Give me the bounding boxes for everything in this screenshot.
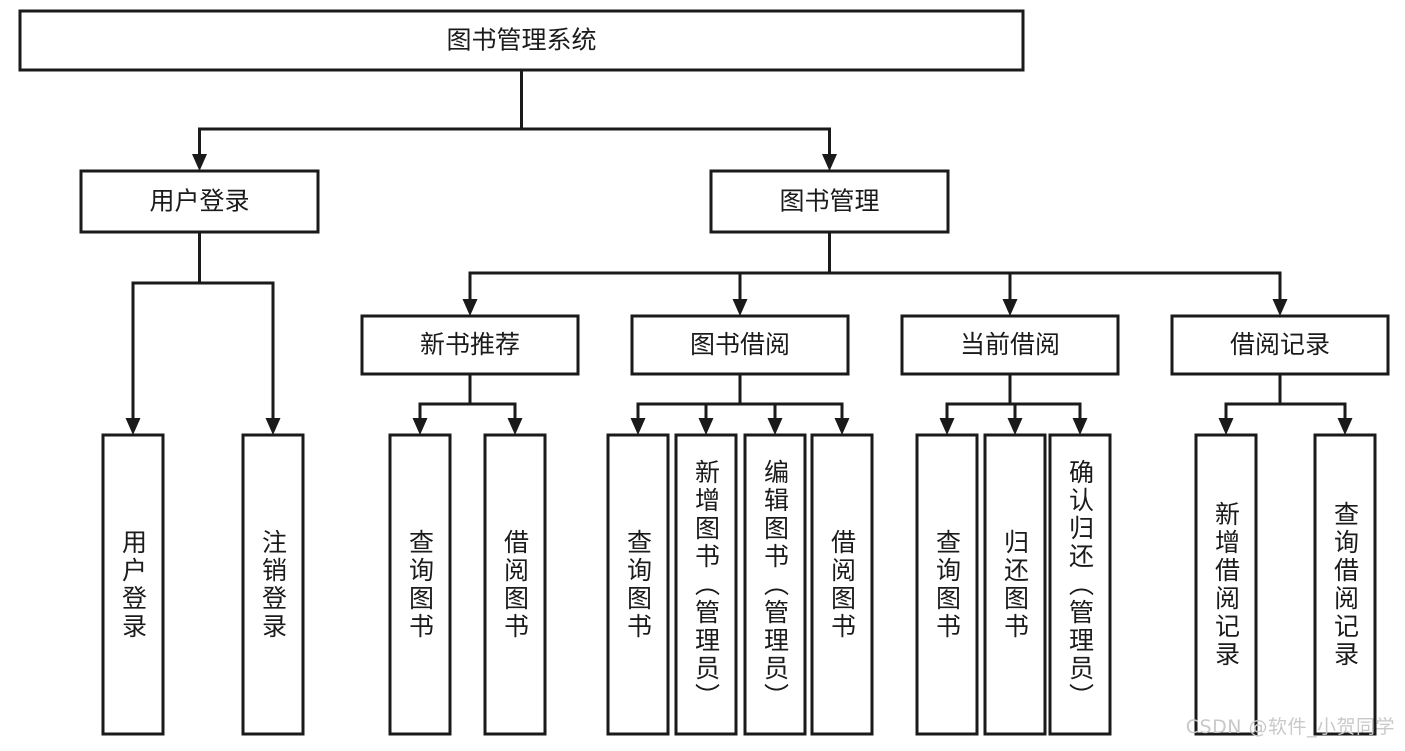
node-new-book-recommend-rect[interactable] [360,314,580,376]
arrow-head-icon [939,418,955,435]
node-leaf-edit-book[interactable] [743,433,807,736]
node-leaf-add-book[interactable] [674,433,738,736]
node-leaf-confirm-return[interactable] [1048,433,1112,736]
node-current-borrow[interactable]: 当前借阅 [900,314,1120,376]
node-leaf-query-book-2-rect[interactable] [606,433,670,736]
arrow-head-icon [1272,299,1288,316]
node-leaf-query-book-2[interactable] [606,433,670,736]
node-leaf-query-book-3[interactable] [915,433,979,736]
arrow-head-icon [412,418,428,435]
connector-layer [125,68,1353,435]
arrow-head-icon [265,418,281,435]
node-borrow-record-label: 借阅记录 [1230,330,1330,359]
arrow-head-icon [1007,418,1023,435]
node-leaf-borrow-book-2-rect[interactable] [810,433,874,736]
node-leaf-add-record-rect[interactable] [1194,433,1258,736]
node-leaf-query-book-3-rect[interactable] [915,433,979,736]
node-book-borrow-label: 图书借阅 [690,330,790,359]
arrow-head-icon [732,299,748,316]
node-book-borrow[interactable]: 图书借阅 [630,314,850,376]
arrow-head-icon [462,299,478,316]
node-book-borrow-rect[interactable] [630,314,850,376]
node-leaf-return-book-rect[interactable] [983,433,1047,736]
node-root[interactable]: 图书管理系统 [18,9,1025,72]
node-current-borrow-label: 当前借阅 [960,330,1060,359]
arrow-head-icon [1337,418,1353,435]
arrow-head-icon [630,418,646,435]
arrow-head-icon [507,418,523,435]
node-root-rect[interactable] [18,9,1025,72]
arrow-head-icon [192,154,207,171]
node-leaf-user-login-rect[interactable] [101,433,165,736]
node-book-manage-label: 图书管理 [779,187,879,216]
node-user-login[interactable]: 用户登录 [79,169,320,234]
node-current-borrow-rect[interactable] [900,314,1120,376]
node-leaf-user-login[interactable] [101,433,165,736]
node-leaf-confirm-return-rect[interactable] [1048,433,1112,736]
node-leaf-borrow-book-1[interactable] [483,433,547,736]
arrow-head-icon [1218,418,1234,435]
node-leaf-query-book-1[interactable] [388,433,452,736]
node-leaf-edit-book-rect[interactable] [743,433,807,736]
node-book-manage[interactable]: 图书管理 [709,169,950,234]
node-new-book-recommend-label: 新书推荐 [420,330,520,359]
node-borrow-record-rect[interactable] [1170,314,1390,376]
arrow-head-icon [125,418,141,435]
node-leaf-user-logout[interactable] [241,433,305,736]
watermark: CSDN @软件_小贺同学 [1185,716,1395,738]
node-new-book-recommend[interactable]: 新书推荐 [360,314,580,376]
arrow-head-icon [698,418,714,435]
node-leaf-add-book-rect[interactable] [674,433,738,736]
node-borrow-record[interactable]: 借阅记录 [1170,314,1390,376]
node-book-manage-rect[interactable] [709,169,950,234]
node-leaf-query-book-1-rect[interactable] [388,433,452,736]
arrow-head-icon [1072,418,1088,435]
node-leaf-return-book[interactable] [983,433,1047,736]
arrow-head-icon [1002,299,1018,316]
node-leaf-borrow-book-2[interactable] [810,433,874,736]
node-user-login-label: 用户登录 [149,187,249,216]
node-user-login-rect[interactable] [79,169,320,234]
node-leaf-query-record-rect[interactable] [1313,433,1377,736]
node-leaf-add-record[interactable] [1194,433,1258,736]
node-leaf-user-logout-rect[interactable] [241,433,305,736]
node-root-label: 图书管理系统 [446,26,596,55]
node-leaf-borrow-book-1-rect[interactable] [483,433,547,736]
arrow-head-icon [767,418,783,435]
node-leaf-query-record[interactable] [1313,433,1377,736]
arrow-head-icon [834,418,850,435]
arrow-head-icon [822,154,837,171]
